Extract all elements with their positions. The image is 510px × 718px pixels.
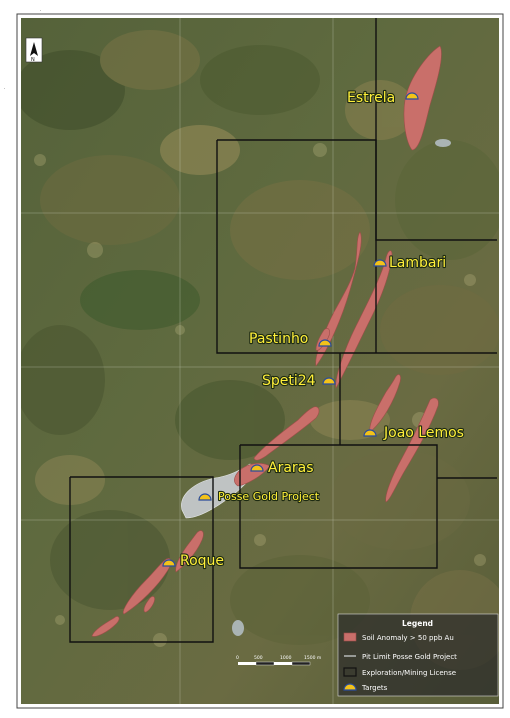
target-label-lambari: Lambari <box>389 255 446 271</box>
target-icon-posse <box>198 493 212 501</box>
scale-label-0: 0 <box>236 655 239 661</box>
target-icon-pastinho <box>318 339 332 347</box>
target-label-joao-lemos: Joao Lemos <box>383 425 464 441</box>
target-icon-joao-lemos <box>363 429 377 437</box>
target-icon-araras <box>250 464 264 472</box>
target-label-speti24: Speti24 <box>262 373 316 389</box>
scale-label-1000: 1000 <box>280 655 292 661</box>
coordinate-labels: · · <box>4 9 41 92</box>
target-icon-roque <box>162 559 176 567</box>
target-label-roque: Roque <box>180 553 224 569</box>
target-label-pastinho: Pastinho <box>249 331 308 347</box>
north-arrow: N <box>25 37 43 63</box>
legend-swatch-soil-anomaly <box>343 632 357 642</box>
license-boundaries <box>69 18 497 643</box>
satellite-basemap <box>21 18 499 704</box>
svg-text:N: N <box>31 57 35 63</box>
target-icon-estrela <box>405 92 419 100</box>
target-label-estrela: Estrela <box>347 90 395 106</box>
target-icon-speti24 <box>322 377 336 385</box>
scale-label-500: 500 <box>254 655 263 661</box>
target-icons <box>162 92 419 567</box>
legend-title: Legend <box>402 619 433 628</box>
target-icon-lambari <box>373 259 387 267</box>
target-label-araras: Araras <box>268 460 314 476</box>
scale-label-1500: 1500 m <box>304 655 321 661</box>
legend-label-license: Exploration/Mining License <box>362 669 456 677</box>
legend-swatch-license <box>343 667 357 677</box>
legend-swatch-targets <box>343 683 357 691</box>
legend: Legend Soil Anomaly > 50 ppb Au Pit Limi… <box>337 613 499 697</box>
svg-text:·: · <box>4 87 5 92</box>
svg-text:·: · <box>40 9 41 14</box>
scale-bar: 0 500 1000 1500 m <box>236 655 321 666</box>
target-label-posse: Posse Gold Project <box>218 490 320 503</box>
legend-label-soil-anomaly: Soil Anomaly > 50 ppb Au <box>362 634 454 642</box>
legend-label-pit-limit: Pit Limit Posse Gold Project <box>362 653 457 661</box>
target-labels: Estrela Lambari Pastinho Speti24 Joao Le… <box>179 89 465 570</box>
legend-label-targets: Targets <box>361 684 388 692</box>
